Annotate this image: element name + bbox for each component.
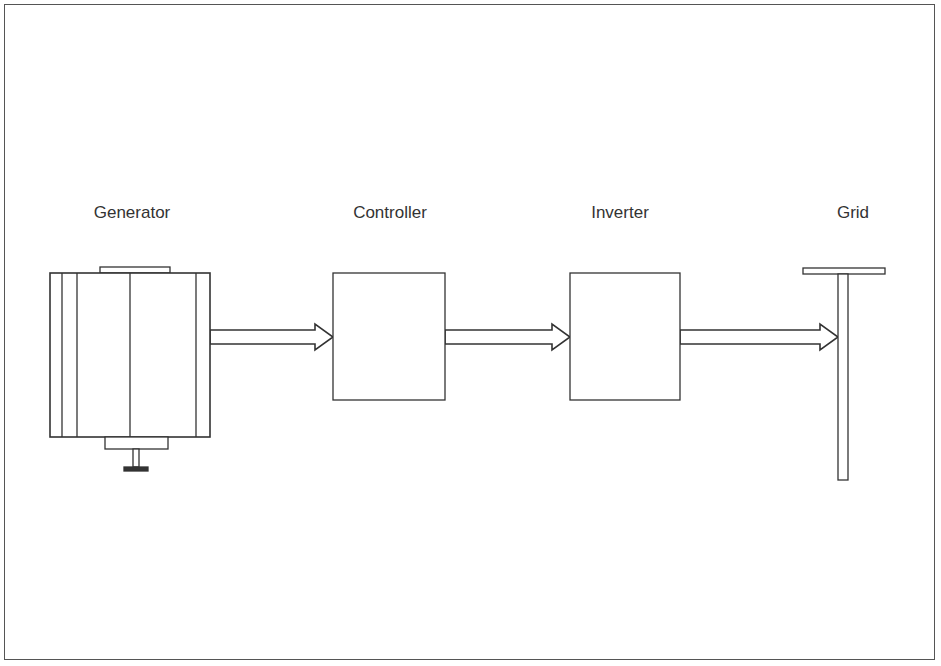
node-label: Generator (94, 203, 171, 223)
node-label: Inverter (591, 203, 649, 223)
node-label: Controller (353, 203, 427, 223)
flow-arrow (210, 324, 333, 350)
node-label: Grid (837, 203, 869, 223)
flow-arrow (445, 324, 570, 350)
grid-outline (803, 268, 885, 530)
process-box: Inverter (570, 273, 680, 400)
flow-arrow (680, 324, 838, 350)
gen-outline (50, 267, 210, 481)
process-box: Controller (333, 273, 445, 400)
box-outline (570, 273, 680, 450)
grid-node: Grid (803, 268, 885, 480)
box-outline (333, 273, 445, 450)
generator-node: Generator (50, 273, 210, 437)
